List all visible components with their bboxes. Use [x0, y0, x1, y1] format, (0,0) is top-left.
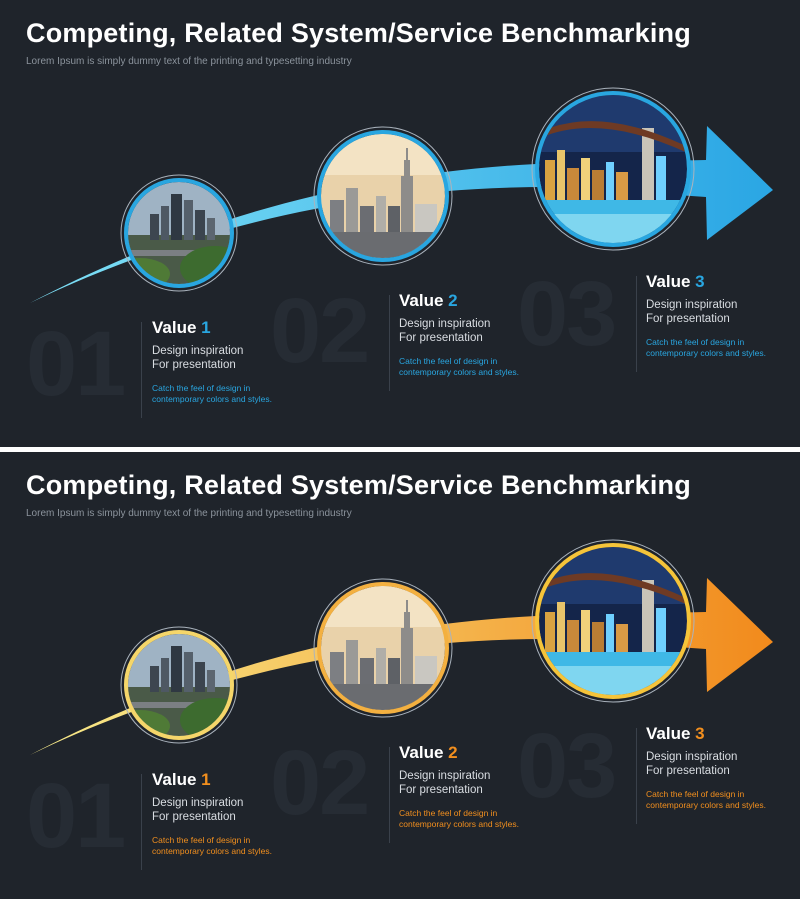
divider — [389, 295, 390, 391]
step-line-2: For presentation — [399, 784, 483, 796]
step-line-2: For presentation — [646, 765, 730, 777]
value-label: Value — [399, 743, 444, 762]
step-note-2: contemporary colors and styles. — [152, 846, 272, 856]
value-label: Value — [646, 724, 691, 743]
step-line-1: Design inspiration — [152, 345, 244, 357]
growth-arrow-diagram — [30, 87, 773, 303]
step-line-1: Design inspiration — [646, 299, 738, 311]
value-number: 3 — [695, 272, 705, 291]
value-label: Value — [152, 318, 197, 337]
step-2-text: Value 2 Design inspiration For presentat… — [399, 743, 549, 830]
step-note-2: contemporary colors and styles. — [399, 819, 519, 829]
step-line-2: For presentation — [152, 811, 236, 823]
value-number: 2 — [448, 291, 458, 310]
divider — [636, 728, 637, 824]
step-2-text: Value 2 Design inspiration For presentat… — [399, 291, 549, 378]
slide-subtitle: Lorem Ipsum is simply dummy text of the … — [26, 508, 352, 519]
slide-title: Competing, Related System/Service Benchm… — [26, 18, 691, 48]
step-line-1: Design inspiration — [399, 318, 491, 330]
step-number-3: 03 — [517, 715, 617, 817]
step-note-1: Catch the feel of design in — [152, 835, 251, 845]
divider — [389, 747, 390, 843]
step-note-2: contemporary colors and styles. — [399, 367, 519, 377]
slide-blue: 01 02 03 Competing, Related System/Servi… — [0, 0, 800, 447]
step-number-2: 02 — [270, 280, 370, 382]
city-skyline-photo — [128, 182, 230, 284]
slide-orange: 01 02 03 Competing, Related System/Servi… — [0, 452, 800, 899]
divider — [636, 276, 637, 372]
step-note-1: Catch the feel of design in — [399, 808, 498, 818]
divider — [141, 774, 142, 870]
step-line-2: For presentation — [152, 359, 236, 371]
slide-title: Competing, Related System/Service Benchm… — [26, 470, 691, 500]
step-note-1: Catch the feel of design in — [646, 789, 745, 799]
step-number-1: 01 — [26, 313, 126, 415]
step-line-1: Design inspiration — [646, 751, 738, 763]
step-note-2: contemporary colors and styles. — [152, 394, 272, 404]
step-note-2: contemporary colors and styles. — [646, 348, 766, 358]
value-number: 3 — [695, 724, 705, 743]
value-number: 1 — [201, 318, 211, 337]
step-1-text: Value 1 Design inspiration For presentat… — [152, 318, 302, 405]
step-line-2: For presentation — [646, 313, 730, 325]
value-number: 2 — [448, 743, 458, 762]
step-3-text: Value 3 Design inspiration For presentat… — [646, 272, 796, 359]
manhattan-skyline-photo — [321, 586, 445, 710]
value-label: Value — [152, 770, 197, 789]
step-line-1: Design inspiration — [399, 770, 491, 782]
value-label: Value — [646, 272, 691, 291]
step-3-text: Value 3 Design inspiration For presentat… — [646, 724, 796, 811]
step-number-1: 01 — [26, 765, 126, 867]
step-1-text: Value 1 Design inspiration For presentat… — [152, 770, 302, 857]
step-number-2: 02 — [270, 732, 370, 834]
step-line-1: Design inspiration — [152, 797, 244, 809]
slide-subtitle: Lorem Ipsum is simply dummy text of the … — [26, 56, 352, 67]
divider — [141, 322, 142, 418]
step-note-1: Catch the feel of design in — [646, 337, 745, 347]
step-note-2: contemporary colors and styles. — [646, 800, 766, 810]
step-note-1: Catch the feel of design in — [152, 383, 251, 393]
value-label: Value — [399, 291, 444, 310]
city-skyline-photo — [128, 634, 230, 736]
step-note-1: Catch the feel of design in — [399, 356, 498, 366]
step-line-2: For presentation — [399, 332, 483, 344]
growth-arrow-diagram — [30, 539, 773, 755]
value-number: 1 — [201, 770, 211, 789]
step-number-3: 03 — [517, 263, 617, 365]
